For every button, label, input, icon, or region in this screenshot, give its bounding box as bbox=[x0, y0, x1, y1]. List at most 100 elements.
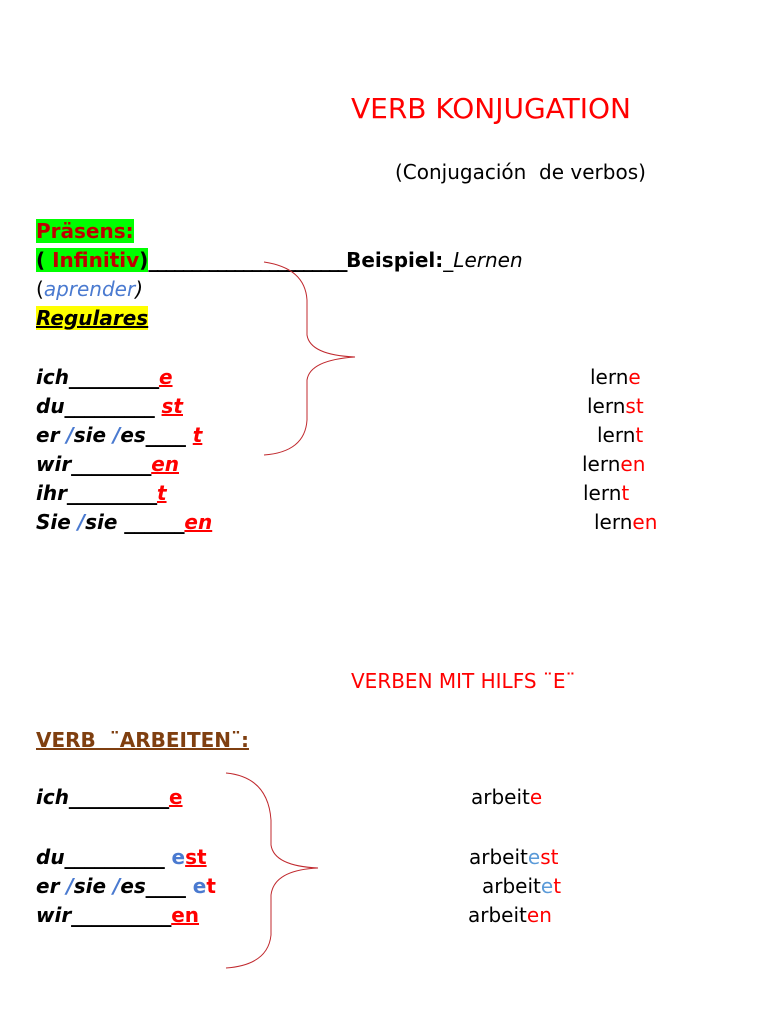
brace-regular bbox=[263, 261, 356, 456]
pronoun: ich bbox=[36, 785, 69, 809]
pronoun: er bbox=[36, 423, 67, 447]
aprender-line: (aprender) bbox=[36, 277, 143, 301]
suffix: t bbox=[621, 481, 630, 505]
pronoun: du bbox=[36, 394, 65, 418]
stem: lern bbox=[597, 423, 636, 447]
infinitiv-line: ( Infinitiv)_______________________Beisp… bbox=[36, 248, 523, 272]
blank: __________ bbox=[71, 903, 172, 927]
pronoun: sie bbox=[85, 510, 118, 534]
pronoun: sie bbox=[73, 874, 113, 898]
ending: e bbox=[168, 785, 183, 809]
conjugation-row: er /sie /es____ t bbox=[36, 423, 202, 447]
stem: lern bbox=[582, 452, 621, 476]
conjugation-row: ihr_________t bbox=[36, 481, 167, 505]
pronoun: es bbox=[120, 874, 146, 898]
paren-open: ( bbox=[36, 248, 53, 272]
example-form: lernst bbox=[587, 394, 644, 418]
example-form: lernen bbox=[594, 510, 657, 534]
blank: __________ bbox=[64, 845, 172, 869]
paren-close: ) bbox=[139, 248, 149, 272]
conjugation-row: du__________ est bbox=[36, 845, 207, 869]
example-form: arbeite bbox=[471, 785, 542, 809]
brace-arbeiten bbox=[225, 772, 319, 969]
stem: arbeit bbox=[468, 903, 527, 927]
suffix: en bbox=[620, 452, 646, 476]
example-form: lerne bbox=[590, 365, 641, 389]
example-form: lernt bbox=[597, 423, 643, 447]
pronoun: wir bbox=[36, 903, 72, 927]
paren: ( bbox=[36, 277, 44, 301]
suffix: t bbox=[635, 423, 644, 447]
example-verb: Lernen bbox=[453, 248, 523, 272]
ending: st bbox=[161, 394, 183, 418]
blank: _________ bbox=[68, 365, 159, 389]
pronoun: wir bbox=[36, 452, 72, 476]
ending: st bbox=[185, 845, 207, 869]
blank: ________ bbox=[71, 452, 152, 476]
helper-e: e bbox=[192, 874, 207, 898]
stem: lern bbox=[587, 394, 626, 418]
example-form: arbeitest bbox=[469, 845, 558, 869]
ending: e bbox=[158, 365, 173, 389]
pronoun: es bbox=[120, 423, 146, 447]
blank: ____ bbox=[145, 874, 193, 898]
conjugation-row: Sie /sie ______en bbox=[36, 510, 212, 534]
conjugation-row: du_________ st bbox=[36, 394, 183, 418]
slash: / bbox=[113, 423, 121, 447]
suffix: e bbox=[529, 785, 543, 809]
page-subtitle: (Conjugación de verbos) bbox=[395, 160, 646, 184]
suffix: st bbox=[540, 845, 559, 869]
ending: t bbox=[156, 481, 167, 505]
ending: en bbox=[171, 903, 200, 927]
pronoun: er bbox=[36, 874, 67, 898]
arbeiten-heading: VERB ¨ARBEITEN¨: bbox=[36, 728, 249, 752]
ending: en bbox=[184, 510, 213, 534]
stem: arbeit bbox=[471, 785, 530, 809]
blank: __________ bbox=[68, 785, 169, 809]
blank-line: _______________________ bbox=[148, 248, 347, 272]
stem: arbeit bbox=[469, 845, 528, 869]
stem: lern bbox=[583, 481, 622, 505]
slash: / bbox=[66, 874, 74, 898]
helper-e: e bbox=[171, 845, 186, 869]
slash: / bbox=[113, 874, 121, 898]
blank: _________ bbox=[64, 394, 162, 418]
pronoun: ihr bbox=[36, 481, 67, 505]
conjugation-row: ich__________e bbox=[36, 785, 183, 809]
ending: en bbox=[151, 452, 180, 476]
conjugation-row: wir__________en bbox=[36, 903, 199, 927]
conjugation-row: er /sie /es____ et bbox=[36, 874, 216, 898]
helper-e: e bbox=[527, 845, 541, 869]
stem: lern bbox=[590, 365, 629, 389]
suffix: st bbox=[625, 394, 644, 418]
conjugation-row: wir________en bbox=[36, 452, 179, 476]
blank: ______ bbox=[117, 510, 185, 534]
suffix: en bbox=[632, 510, 658, 534]
paren: ) bbox=[135, 277, 144, 301]
translation: aprender bbox=[43, 277, 136, 301]
example-form: arbeiten bbox=[468, 903, 552, 927]
page-title: VERB KONJUGATION bbox=[351, 92, 631, 125]
stem: arbeit bbox=[482, 874, 541, 898]
blank: _ bbox=[443, 248, 454, 272]
beispiel-label: Beispiel: bbox=[346, 248, 444, 272]
slash: / bbox=[66, 423, 74, 447]
ending: t bbox=[192, 423, 203, 447]
example-form: lernen bbox=[582, 452, 645, 476]
slash: / bbox=[77, 510, 86, 534]
suffix: en bbox=[526, 903, 552, 927]
example-form: arbeitet bbox=[482, 874, 561, 898]
stem: lern bbox=[594, 510, 633, 534]
suffix: e bbox=[628, 365, 641, 389]
infinitiv-label: Infinitiv bbox=[52, 248, 140, 272]
hilfs-e-heading: VERBEN MIT HILFS ¨E¨ bbox=[351, 669, 576, 693]
conjugation-row: ich_________e bbox=[36, 365, 173, 389]
example-form: lernt bbox=[583, 481, 629, 505]
blank: ____ bbox=[145, 423, 193, 447]
pronoun: ich bbox=[36, 365, 69, 389]
regulares-heading: Regulares bbox=[36, 306, 149, 330]
pronoun: du bbox=[36, 845, 65, 869]
pronoun: Sie bbox=[36, 510, 78, 534]
